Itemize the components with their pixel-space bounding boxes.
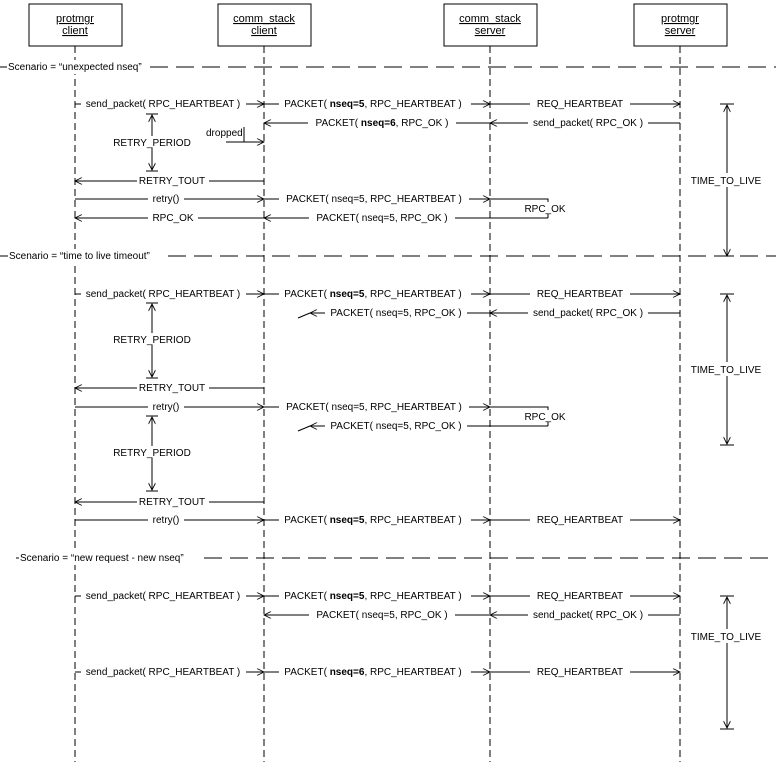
participant-protmgr-client-name: protmgr (56, 13, 94, 25)
scenario-label-new-request: Scenario = “new request - new nseq” (20, 553, 184, 564)
participant-protmgr-server: protmgr server (633, 3, 728, 47)
participant-protmgr-client: protmgr client (28, 3, 123, 47)
message-label: REQ_HEARTBEAT (537, 591, 623, 602)
message-label: send_packet( RPC_HEARTBEAT ) (86, 591, 241, 602)
participant-comm-stack-client-role: client (251, 25, 277, 37)
message-label: REQ_HEARTBEAT (537, 515, 623, 526)
message-label: send_packet( RPC_HEARTBEAT ) (86, 667, 241, 678)
participant-comm-stack-client: comm_stack client (217, 3, 312, 47)
time-to-live-label: TIME_TO_LIVE (691, 365, 762, 376)
message-label: PACKET( nseq=5, RPC_HEARTBEAT ) (284, 289, 461, 300)
participant-comm-stack-client-name: comm_stack (233, 13, 295, 25)
message-label: PACKET( nseq=6, RPC_HEARTBEAT ) (284, 667, 461, 678)
message-label: PACKET( nseq=5, RPC_HEARTBEAT ) (286, 194, 462, 205)
message-label: REQ_HEARTBEAT (537, 99, 623, 110)
message-label: RPC_OK (152, 213, 193, 224)
message-label: send_packet( RPC_OK ) (533, 308, 643, 319)
scenario-label-time-to-live-timeout: Scenario = “time to live timeout” (9, 251, 150, 262)
participant-comm-stack-server: comm_stack server (443, 3, 538, 47)
message-label: send_packet( RPC_HEARTBEAT ) (86, 99, 241, 110)
participant-protmgr-server-name: protmgr (661, 13, 699, 25)
message-label: retry() (153, 402, 180, 413)
participant-comm-stack-server-role: server (475, 25, 506, 37)
message-label: PACKET( nseq=5, RPC_OK ) (316, 213, 447, 224)
message-label: retry() (153, 515, 180, 526)
time-to-live-label: TIME_TO_LIVE (691, 632, 762, 643)
message-label: send_packet( RPC_OK ) (533, 118, 643, 129)
message-label: PACKET( nseq=5, RPC_OK ) (316, 610, 447, 621)
message-label: REQ_HEARTBEAT (537, 667, 623, 678)
message-label: RETRY_TOUT (139, 497, 205, 508)
rpc-ok-label: RPC_OK (524, 412, 565, 423)
message-label: REQ_HEARTBEAT (537, 289, 623, 300)
participant-comm-stack-server-name: comm_stack (459, 13, 521, 25)
participant-protmgr-server-role: server (665, 25, 696, 37)
retry-period-label: RETRY_PERIOD (113, 448, 191, 459)
message-label: send_packet( RPC_HEARTBEAT ) (86, 289, 241, 300)
dropped-label: dropped (206, 128, 243, 139)
time-to-live-label: TIME_TO_LIVE (691, 176, 762, 187)
retry-period-label: RETRY_PERIOD (113, 138, 191, 149)
scenario-label-unexpected-nseq: Scenario = “unexpected nseq” (8, 62, 142, 73)
scenario-separators (150, 66, 776, 559)
message-label: PACKET( nseq=5, RPC_OK ) (330, 308, 461, 319)
message-label: PACKET( nseq=5, RPC_HEARTBEAT ) (284, 99, 461, 110)
message-label: RETRY_TOUT (139, 176, 205, 187)
scenario-3-messages: send_packet( RPC_HEARTBEAT ) PACKET( nse… (75, 589, 766, 730)
message-label: PACKET( nseq=5, RPC_HEARTBEAT ) (284, 591, 461, 602)
scenario-1-messages: send_packet( RPC_HEARTBEAT ) PACKET( nse… (75, 97, 766, 256)
message-label: retry() (153, 194, 180, 205)
message-label: PACKET( nseq=5, RPC_HEARTBEAT ) (284, 515, 461, 526)
message-label: PACKET( nseq=5, RPC_HEARTBEAT ) (286, 402, 462, 413)
message-label: send_packet( RPC_OK ) (533, 610, 643, 621)
message-label: PACKET( nseq=6, RPC_OK ) (316, 118, 449, 129)
message-label: RETRY_TOUT (139, 383, 205, 394)
message-label: PACKET( nseq=5, RPC_OK ) (330, 421, 461, 432)
participant-protmgr-client-role: client (62, 25, 88, 37)
rpc-ok-label: RPC_OK (524, 204, 565, 215)
scenario-2-messages: send_packet( RPC_HEARTBEAT ) PACKET( nse… (75, 287, 766, 526)
retry-period-label: RETRY_PERIOD (113, 335, 191, 346)
